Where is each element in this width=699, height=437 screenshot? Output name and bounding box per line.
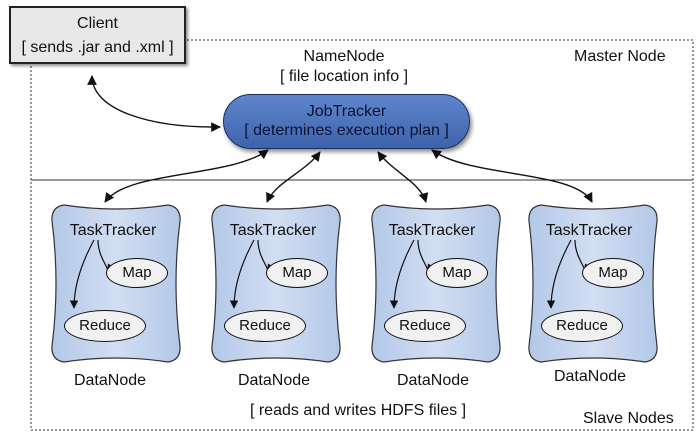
reduce-task: Reduce: [64, 310, 146, 342]
tasktracker-reduce-arrow: [389, 239, 415, 309]
jobtracker-title: JobTracker: [306, 103, 387, 120]
hdfs-note: [ reads and writes HDFS files ]: [249, 402, 467, 419]
datanode-label: DataNode: [73, 372, 147, 389]
namenode-subtitle: [ file location info ]: [279, 68, 409, 85]
client-jobtracker-connector: [87, 75, 221, 133]
map-task: Map: [266, 258, 328, 288]
jobtracker-tasktracker-connector-2: [266, 151, 321, 203]
datanode-label: DataNode: [396, 372, 470, 389]
client-title: Client: [77, 15, 118, 32]
tasktracker-label: TaskTracker: [69, 222, 157, 239]
slave-nodes-label: Slave Nodes: [583, 410, 674, 427]
reduce-task: Reduce: [541, 310, 623, 342]
tasktracker-label: TaskTracker: [388, 222, 476, 239]
tasktracker-reduce-arrow: [546, 239, 572, 309]
namenode-title: NameNode: [303, 48, 385, 65]
jobtracker-tasktracker-connector-1: [104, 149, 269, 203]
client-box: Client [ sends .jar and .xml ]: [9, 6, 186, 64]
tasktracker-label: TaskTracker: [229, 222, 317, 239]
jobtracker-tasktracker-connector-3: [377, 151, 429, 203]
tasktracker-reduce-arrow: [69, 239, 95, 309]
map-task: Map: [106, 258, 168, 288]
reduce-task: Reduce: [224, 310, 306, 342]
map-task: Map: [426, 258, 488, 288]
datanode-label: DataNode: [237, 372, 311, 389]
map-task: Map: [582, 258, 644, 288]
client-subtitle: [ sends .jar and .xml ]: [21, 39, 174, 56]
jobtracker-tasktracker-connector-4: [431, 149, 593, 203]
reduce-task: Reduce: [384, 310, 466, 342]
jobtracker-subtitle: [ determines execution plan ]: [244, 122, 449, 139]
master-node-label: Master Node: [574, 48, 666, 65]
master-node-region: [30, 39, 694, 181]
tasktracker-label: TaskTracker: [545, 222, 633, 239]
jobtracker-node: JobTracker [ determines execution plan ]: [223, 94, 470, 149]
tasktracker-reduce-arrow: [229, 239, 255, 309]
datanode-label: DataNode: [553, 368, 627, 385]
